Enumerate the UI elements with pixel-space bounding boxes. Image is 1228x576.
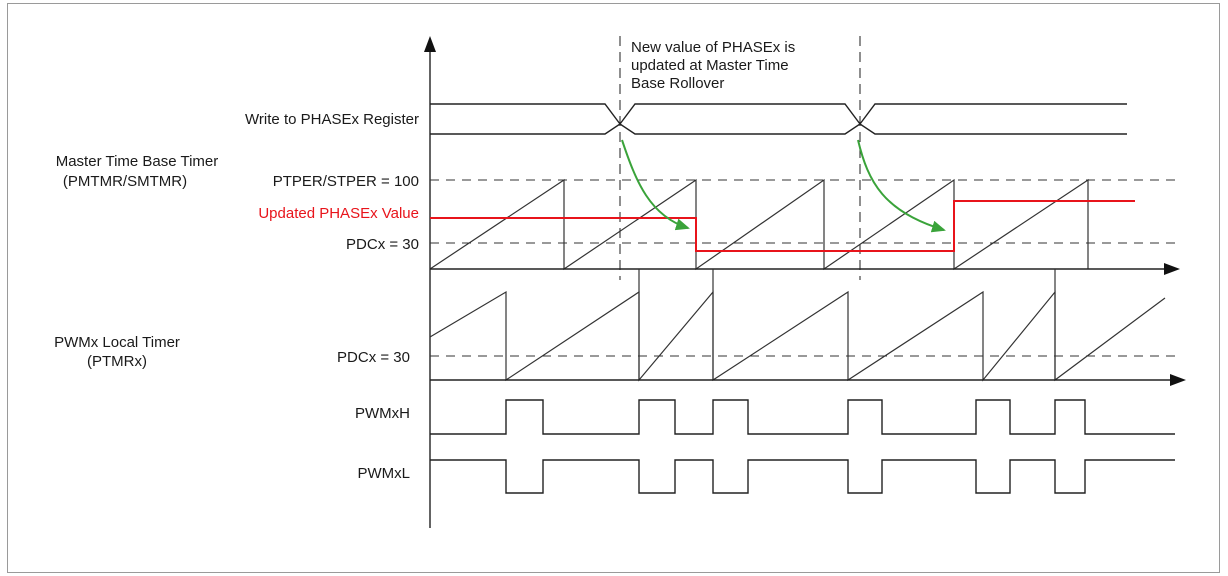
write-phase-label: Write to PHASEx Register [245, 111, 419, 128]
update-arrow-2 [857, 139, 946, 233]
local-time-axis-arrowhead [1170, 374, 1186, 386]
pdc-local-label: PDCx = 30 [337, 349, 410, 366]
master-time-axis-arrowhead [1164, 263, 1180, 275]
ptper-label: PTPER/STPER = 100 [273, 173, 419, 190]
update-arrow-1 [621, 139, 690, 231]
write-phase-bus-bottom [430, 123, 1127, 135]
pwmh-label: PWMxH [355, 405, 410, 422]
pwmh-waveform [430, 399, 1175, 435]
local-timer-sawtooth [429, 290, 1166, 382]
vertical-axis-arrowhead [424, 36, 436, 52]
annotation-line-2: updated at Master Time [631, 57, 789, 74]
pwml-waveform [430, 459, 1175, 494]
master-timer-label-line-1: Master Time Base Timer [56, 153, 219, 170]
updated-phase-value-trace [430, 200, 1135, 252]
pdc-master-label: PDCx = 30 [346, 236, 419, 253]
master-time-base-sawtooth [429, 178, 1089, 271]
annotation-line-1: New value of PHASEx is [631, 39, 795, 56]
local-timer-label-line-1: PWMx Local Timer [54, 334, 180, 351]
local-timer-label-line-2: (PTMRx) [87, 353, 147, 370]
updated-phase-label: Updated PHASEx Value [258, 205, 419, 222]
annotation-line-3: Base Rollover [631, 75, 724, 92]
write-phase-bus-top [430, 103, 1127, 126]
master-timer-label-line-2: (PMTMR/SMTMR) [63, 173, 187, 190]
pwml-label: PWMxL [358, 465, 411, 482]
diagram-frame [7, 3, 1220, 573]
